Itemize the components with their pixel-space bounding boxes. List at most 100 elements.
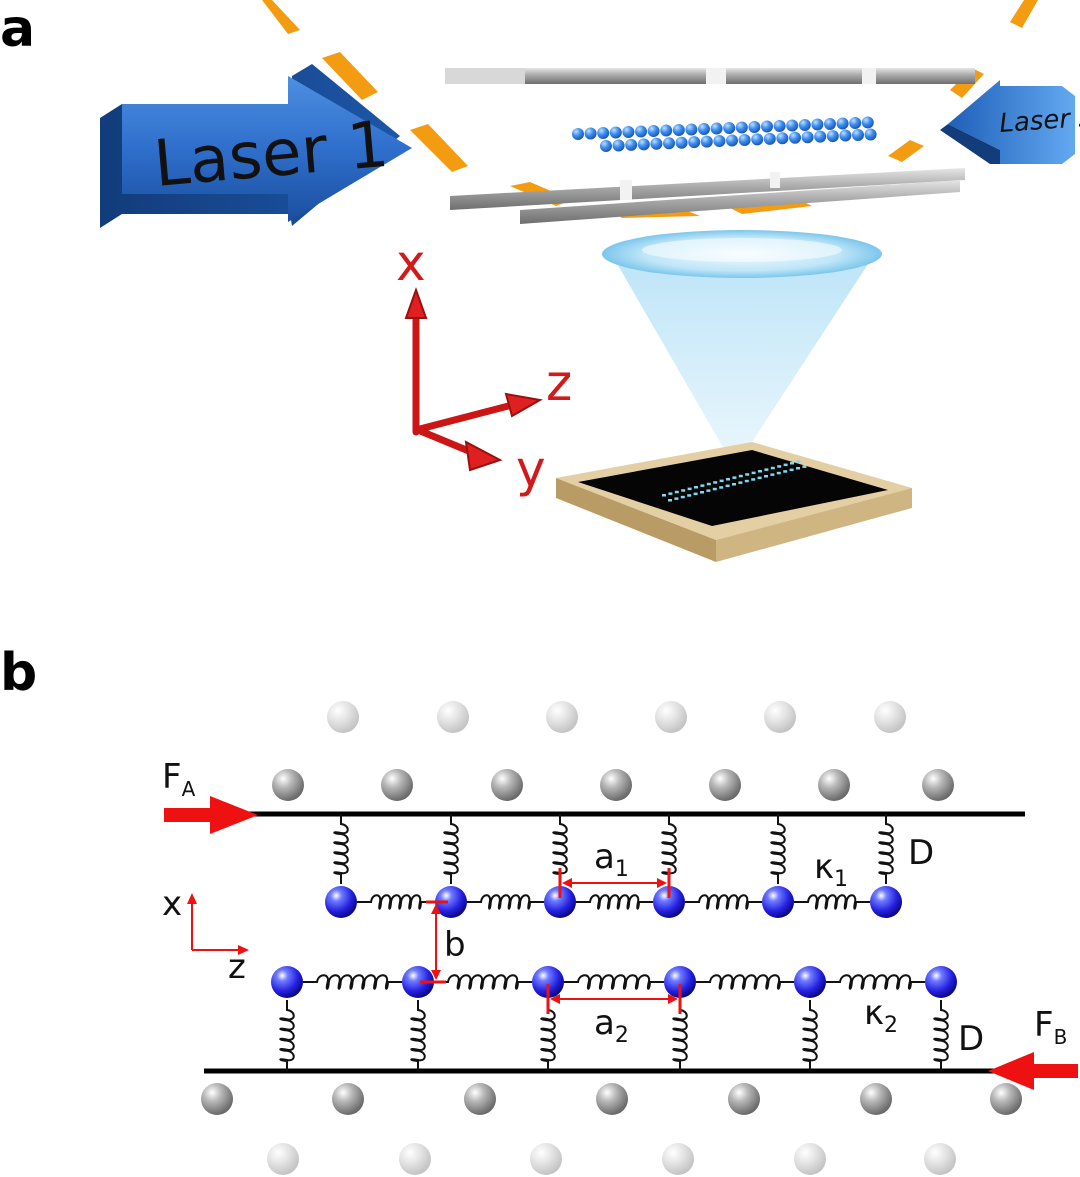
axis-y-label: y xyxy=(516,440,546,498)
ion-image-dot xyxy=(725,484,730,488)
trapped-ion xyxy=(773,120,786,132)
substrate-atom xyxy=(491,769,523,801)
ion-image-dots xyxy=(662,460,807,502)
vertical-spring xyxy=(279,1000,295,1071)
panel-a-label: a xyxy=(0,0,35,59)
substrate-atom xyxy=(437,701,469,733)
top-chain-ion xyxy=(870,886,902,918)
d-top-label: D xyxy=(908,833,934,873)
force-b-arrow xyxy=(988,1052,1078,1090)
ion-image-dot xyxy=(687,487,692,491)
ion-image-dot xyxy=(751,478,756,481)
laser-1-arrow: Laser 1 xyxy=(100,64,412,228)
substrate-atom xyxy=(818,769,850,801)
trapped-ion xyxy=(713,135,726,148)
substrate-atom xyxy=(922,769,954,801)
ion-image-dot xyxy=(706,482,711,486)
ion-image-dot xyxy=(770,466,775,470)
ion-image-dot xyxy=(796,467,800,470)
trapped-ion xyxy=(625,138,638,151)
vertical-spring xyxy=(333,814,349,884)
ring-segment xyxy=(410,124,468,172)
ion-image-dot xyxy=(662,494,666,497)
ion-image-dot xyxy=(770,473,775,476)
ion-image-dot xyxy=(700,484,705,487)
bottom-chain-ion xyxy=(532,966,564,998)
trapped-ion xyxy=(597,127,610,139)
ion-image-dot xyxy=(726,478,730,481)
trapped-ion xyxy=(700,135,713,148)
vertical-spring xyxy=(770,814,786,884)
substrate-atom xyxy=(399,1143,431,1175)
trapped-ion xyxy=(612,139,625,152)
horizontal-spring xyxy=(685,894,762,910)
ion-image-dot xyxy=(719,486,724,489)
axis-z-label: z xyxy=(546,354,572,412)
force-b-label: FB xyxy=(1034,1005,1067,1049)
laser-2-arrow: Laser 2 xyxy=(940,80,1080,164)
horizontal-spring xyxy=(794,894,870,910)
substrate-atom xyxy=(272,769,304,801)
ion-image-dot xyxy=(751,471,756,475)
bottom-chain-ion xyxy=(664,966,696,998)
substrate-atom xyxy=(546,701,578,733)
trapped-ion xyxy=(852,129,864,141)
trapped-ion xyxy=(798,119,811,131)
ion-chains xyxy=(271,886,957,998)
ion-image-dot xyxy=(738,474,743,478)
substrate-atom xyxy=(201,1083,233,1115)
trapped-ion xyxy=(637,138,650,151)
ion-image-dot xyxy=(681,489,686,492)
trapped-ion xyxy=(723,122,736,134)
trapped-ion xyxy=(572,128,584,140)
trapped-ion xyxy=(814,130,827,143)
substrate-atom xyxy=(600,769,632,801)
d-bottom-label: D xyxy=(958,1019,984,1059)
trapped-ion xyxy=(826,130,839,143)
ion-image-dot xyxy=(668,492,673,495)
trapped-ion xyxy=(584,127,597,140)
ion-image-dot xyxy=(796,460,801,463)
substrate-atom xyxy=(764,701,796,733)
vertical-spring xyxy=(672,1000,688,1071)
trapped-ion xyxy=(609,126,622,139)
trapped-ion xyxy=(650,137,663,150)
ion-image-dot xyxy=(789,468,794,472)
ion-image-dot xyxy=(719,479,724,483)
trapped-ion xyxy=(675,136,688,149)
trapped-ion xyxy=(801,131,814,144)
vertical-spring xyxy=(410,1000,426,1071)
axis-2d-x-label: x xyxy=(162,884,182,924)
vertical-spring xyxy=(878,814,894,884)
substrate-atom xyxy=(924,1143,956,1175)
substrate-atom xyxy=(794,1143,826,1175)
horizontal-spring xyxy=(826,974,925,990)
ion-image-dot xyxy=(783,463,788,467)
trapped-ion xyxy=(710,122,723,135)
vertical-spring xyxy=(540,1000,556,1071)
b-label: b xyxy=(444,925,466,965)
panel-b-label: b xyxy=(0,643,37,703)
ring-segment xyxy=(262,0,300,34)
horizontal-spring xyxy=(357,894,435,910)
trapped-ion xyxy=(698,123,710,135)
substrate-atom xyxy=(381,769,413,801)
trapped-ion xyxy=(726,134,738,147)
ion-image-dot xyxy=(732,483,736,486)
ion-image-dot xyxy=(764,475,768,478)
ion-image-dot xyxy=(674,497,679,500)
vertical-spring xyxy=(443,814,459,884)
ion-image-dot xyxy=(674,490,679,494)
top-chain-ion xyxy=(762,886,794,918)
trapped-ion xyxy=(735,121,748,134)
substrate-atom xyxy=(990,1083,1022,1115)
kappa2-label: κ2 xyxy=(864,993,898,1038)
trapped-ion xyxy=(751,133,764,146)
substrate-atom xyxy=(530,1143,562,1175)
horizontal-spring xyxy=(696,974,794,990)
ion-crystal xyxy=(572,116,877,152)
horizontal-spring xyxy=(564,974,664,990)
ion-image-dot xyxy=(713,481,718,484)
coordinate-axes-3d: x z y xyxy=(396,234,572,498)
